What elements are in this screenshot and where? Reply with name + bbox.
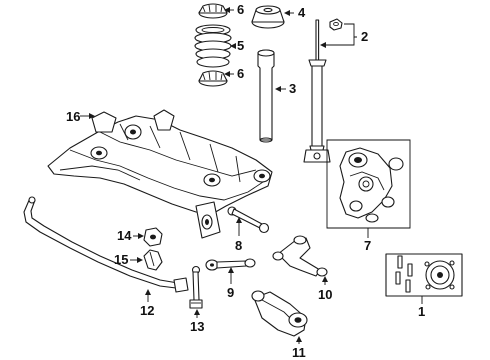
bushing-bracket-drawing [143,249,163,271]
callout-7: 7 [326,139,411,253]
callout-number-5: 5 [237,38,244,53]
callout-14: 15 [114,252,143,267]
callout-number-16: 16 [66,109,80,124]
stabilizer-link-drawing [189,265,203,309]
shock-absorber-drawing [303,18,343,163]
toe-link-drawing [205,258,256,271]
callout-6-lower: 6 [224,66,244,81]
callout-number-2: 2 [361,29,368,44]
callout-number-6-upper: 6 [237,2,244,17]
callout-15: 13 [190,309,204,334]
callout-number-8: 8 [235,238,242,253]
callout-number-1: 1 [418,304,425,319]
hub-bearing-drawing [385,253,463,297]
callout-11: 11 [292,336,306,360]
callout-3: 3 [275,81,296,96]
callout-number-3: 3 [289,81,296,96]
callout-8: 8 [235,217,242,253]
crossmember-drawing [47,109,273,239]
coil-spring-drawing [194,24,232,68]
callout-number-15: 13 [190,319,204,334]
callout-2: 2 [320,23,368,48]
callout-5: 5 [230,38,244,53]
callout-9: 9 [227,267,234,300]
callout-10: 10 [318,276,332,302]
callout-13: 14 [117,228,144,243]
callout-number-10: 10 [318,287,332,302]
callout-4: 4 [284,5,306,20]
callout-number-7: 7 [364,238,371,253]
callout-number-6-lower: 6 [237,66,244,81]
lower-control-arm-drawing [251,290,308,337]
callout-number-12: 12 [140,303,154,318]
lower-spring-insulator-drawing [198,70,228,87]
callout-number-9: 9 [227,285,234,300]
callout-12: 12 [140,289,154,318]
callout-1: 1 [418,296,425,319]
stabilizer-bar-drawing [23,196,189,293]
callout-16: 16 [66,109,95,124]
callout-number-11: 11 [292,345,306,360]
callout-number-14: 15 [114,252,128,267]
stabilizer-bushing-drawing [143,227,163,247]
dust-boot-drawing [257,49,275,143]
callout-number-13: 14 [117,228,132,243]
knuckle-drawing [339,147,404,223]
upper-control-arm-drawing [272,235,328,277]
callout-number-4: 4 [298,5,306,20]
callout-6-upper: 6 [224,2,244,17]
upper-link-drawing [227,206,270,234]
upper-mount-drawing [251,5,285,29]
upper-spring-insulator-drawing [198,3,228,19]
